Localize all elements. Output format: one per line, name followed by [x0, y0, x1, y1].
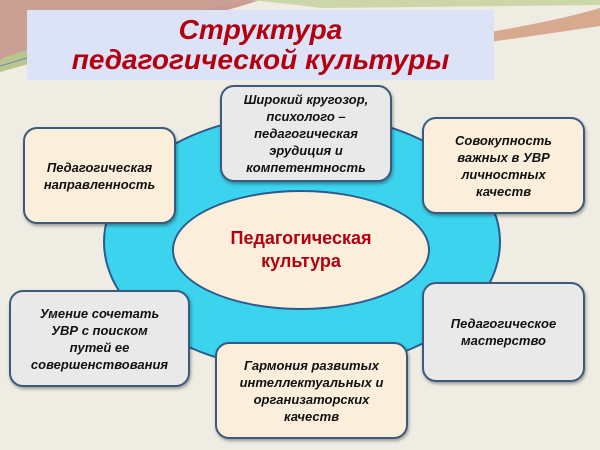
- title-banner: Структура педагогической культуры: [27, 10, 494, 80]
- component-text: педагогическая: [254, 126, 358, 141]
- component-mastery: Педагогическое мастерство: [422, 282, 585, 382]
- component-text: Педагогическая: [46, 159, 153, 175]
- component-text: качеств: [283, 408, 340, 424]
- component-text: Гармония развитых: [244, 357, 379, 373]
- component-text: эрудиция и: [269, 143, 343, 158]
- component-text: путей ее: [69, 339, 130, 355]
- title-line-2: педагогической культуры: [71, 44, 450, 75]
- central-node-line-1: Педагогическая: [230, 228, 372, 248]
- component-text: Широкий кругозор,: [243, 92, 369, 107]
- central-node-line-2: культура: [261, 251, 341, 271]
- component-text: направленность: [43, 176, 156, 192]
- component-text: важных в УВР: [457, 149, 550, 165]
- component-erudition: Широкий кругозор, психолого – педагогиче…: [220, 85, 392, 182]
- component-text: УВР с поиском: [51, 322, 148, 338]
- component-text: личностных: [461, 166, 546, 182]
- component-personal-qualities: Совокупность важных в УВР личностных кач…: [422, 117, 585, 214]
- component-text: Умение сочетать: [39, 305, 160, 321]
- component-text: качеств: [475, 183, 532, 199]
- component-text: совершенствования: [30, 356, 169, 372]
- component-text: интеллектуальных и: [239, 374, 384, 390]
- component-text: Совокупность: [454, 132, 553, 148]
- component-harmony: Гармония развитых интеллектуальных и орг…: [215, 342, 408, 439]
- component-text: мастерство: [461, 333, 546, 348]
- component-text: психолого –: [266, 109, 346, 124]
- component-combining-skills: Умение сочетать УВР с поиском путей ее с…: [9, 290, 190, 387]
- component-text: организаторских: [253, 391, 370, 407]
- title-line-1: Структура: [178, 14, 343, 45]
- component-orientation: Педагогическая направленность: [23, 127, 176, 224]
- component-text: Педагогическое: [450, 316, 557, 331]
- central-node: Педагогическая культура: [172, 190, 430, 310]
- component-text: компетентность: [246, 160, 366, 175]
